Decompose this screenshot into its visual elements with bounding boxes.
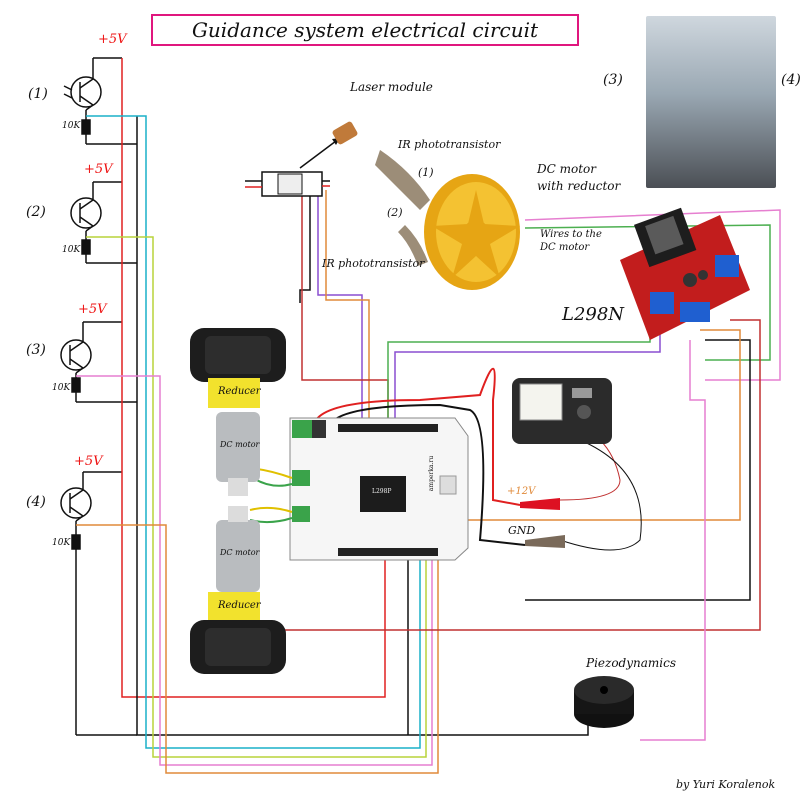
sensor-photo	[646, 16, 776, 188]
sensor-4-index: (4)	[26, 494, 46, 510]
sensor-3-resistor: 10K	[52, 383, 71, 393]
label-ir-phototransistor-1-index: (1)	[418, 166, 434, 179]
label-piezo: Piezodynamics	[586, 656, 676, 670]
label-dc-motor-reductor-1: DC motor	[537, 162, 597, 176]
label-ir-phototransistor-2: IR phototransistor	[322, 257, 425, 270]
label-dc-motor-reductor-2: with reductor	[537, 179, 621, 193]
wire-laser-connector	[299, 190, 389, 425]
wire-signal-4	[76, 524, 439, 774]
photo-label-right: (4)	[781, 72, 800, 88]
l298n-board	[620, 207, 750, 340]
piezo-buzzer	[574, 676, 634, 728]
sensor-1-voltage: +5V	[98, 32, 127, 47]
bottom-wheel	[190, 620, 286, 674]
sensor-2-schematic	[70, 181, 137, 264]
reducer-top-block	[208, 378, 260, 408]
label-l298n: L298N	[562, 304, 625, 325]
reducer-bottom-block	[208, 592, 260, 622]
wire-power-supply	[315, 367, 642, 551]
label-wires-dc-2: DC motor	[540, 242, 590, 253]
label-reducer-top: Reducer	[218, 386, 261, 397]
dc-motor-bottom	[216, 506, 260, 592]
sensor-1-schematic	[63, 57, 137, 145]
sensor-4-resistor: 10K	[52, 538, 71, 548]
sensor-3-schematic	[60, 321, 137, 403]
laser-connector-block	[245, 171, 330, 197]
label-reducer-bottom: Reducer	[218, 600, 261, 611]
wire-signal-2	[86, 236, 427, 758]
label-plus12v: +12V	[507, 486, 536, 497]
label-board-brand: amperka.ru	[428, 455, 436, 492]
label-dc-motor-top: DC motor	[220, 440, 260, 449]
sensor-2-index: (2)	[26, 204, 46, 220]
label-dc-motor-bottom: DC motor	[220, 548, 260, 557]
motor-shield-board	[289, 417, 469, 561]
label-laser-module: Laser module	[350, 80, 433, 94]
photo-label-left: (3)	[603, 72, 623, 88]
sensor-4-schematic	[60, 471, 122, 735]
top-wheel	[190, 328, 286, 382]
label-wires-dc-1: Wires to the	[540, 229, 602, 240]
author-credit: by Yuri Koralenok	[676, 778, 776, 791]
laser-module-photo	[332, 121, 358, 145]
sensor-2-voltage: +5V	[84, 162, 113, 177]
yellow-wheel-photo	[375, 150, 520, 290]
wire-signal-3	[76, 375, 433, 766]
wire-plus5v-rail	[121, 58, 386, 698]
page-title: Guidance system electrical circuit	[151, 14, 579, 46]
label-gnd: GND	[508, 524, 536, 537]
sensor-3-voltage: +5V	[78, 302, 107, 317]
sensor-1-index: (1)	[28, 86, 48, 102]
label-board-chip: L298P	[372, 488, 392, 495]
label-ir-phototransistor-2-index: (2)	[387, 206, 403, 219]
sensor-3-index: (3)	[26, 342, 46, 358]
alligator-clips	[520, 498, 565, 548]
power-supply	[512, 378, 612, 444]
sensor-2-resistor: 10K	[62, 245, 81, 255]
sensor-4-voltage: +5V	[74, 454, 103, 469]
sensor-1-resistor: 10K	[62, 121, 81, 131]
arrow-laser	[299, 137, 341, 169]
label-ir-phototransistor-1: IR phototransistor	[398, 138, 501, 151]
dc-motor-top	[216, 412, 260, 496]
wire-signal-1	[86, 115, 421, 749]
